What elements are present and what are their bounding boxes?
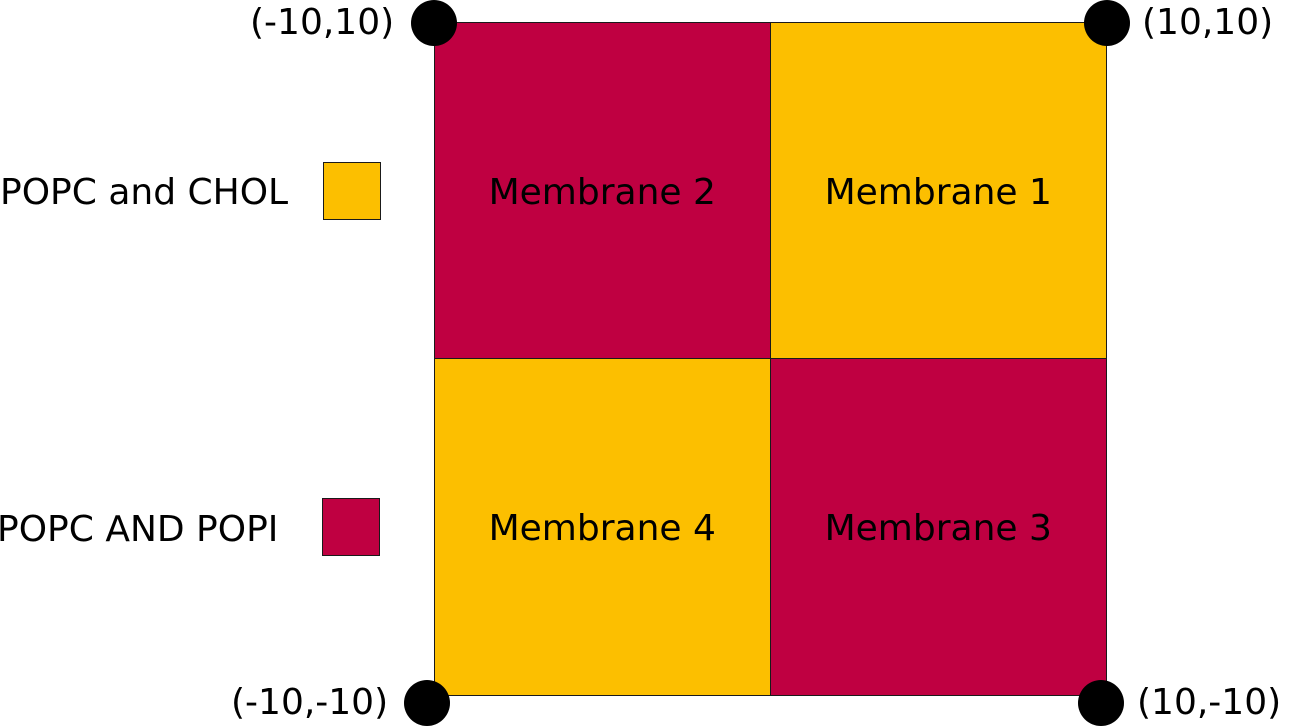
legend-swatch-chol: [323, 162, 381, 220]
membrane-label-4: Membrane 4: [488, 508, 716, 549]
corner-dot-top-right: [1084, 0, 1130, 46]
membrane-cell-4: Membrane 4: [435, 359, 771, 695]
membrane-label-1: Membrane 1: [824, 172, 1052, 213]
corner-label-bottom-left: (-10,-10): [231, 682, 389, 723]
legend-label-popi: POPC AND POPI: [0, 509, 279, 550]
corner-dot-top-left: [411, 0, 457, 46]
corner-dot-bottom-right: [1078, 680, 1124, 726]
corner-dot-bottom-left: [404, 680, 450, 726]
corner-label-bottom-right: (10,-10): [1137, 682, 1282, 723]
membrane-cell-1: Membrane 1: [770, 23, 1106, 359]
membrane-label-3: Membrane 3: [824, 508, 1052, 549]
membrane-label-2: Membrane 2: [488, 172, 716, 213]
membrane-cell-2: Membrane 2: [435, 23, 771, 359]
membrane-cell-3: Membrane 3: [770, 359, 1106, 695]
legend-label-chol: POPC and CHOL: [0, 172, 289, 213]
membrane-grid: Membrane 2 Membrane 1 Membrane 4 Membran…: [434, 22, 1107, 696]
corner-label-top-left: (-10,10): [250, 2, 395, 43]
legend-swatch-popi: [322, 498, 380, 556]
corner-label-top-right: (10,10): [1142, 2, 1274, 43]
